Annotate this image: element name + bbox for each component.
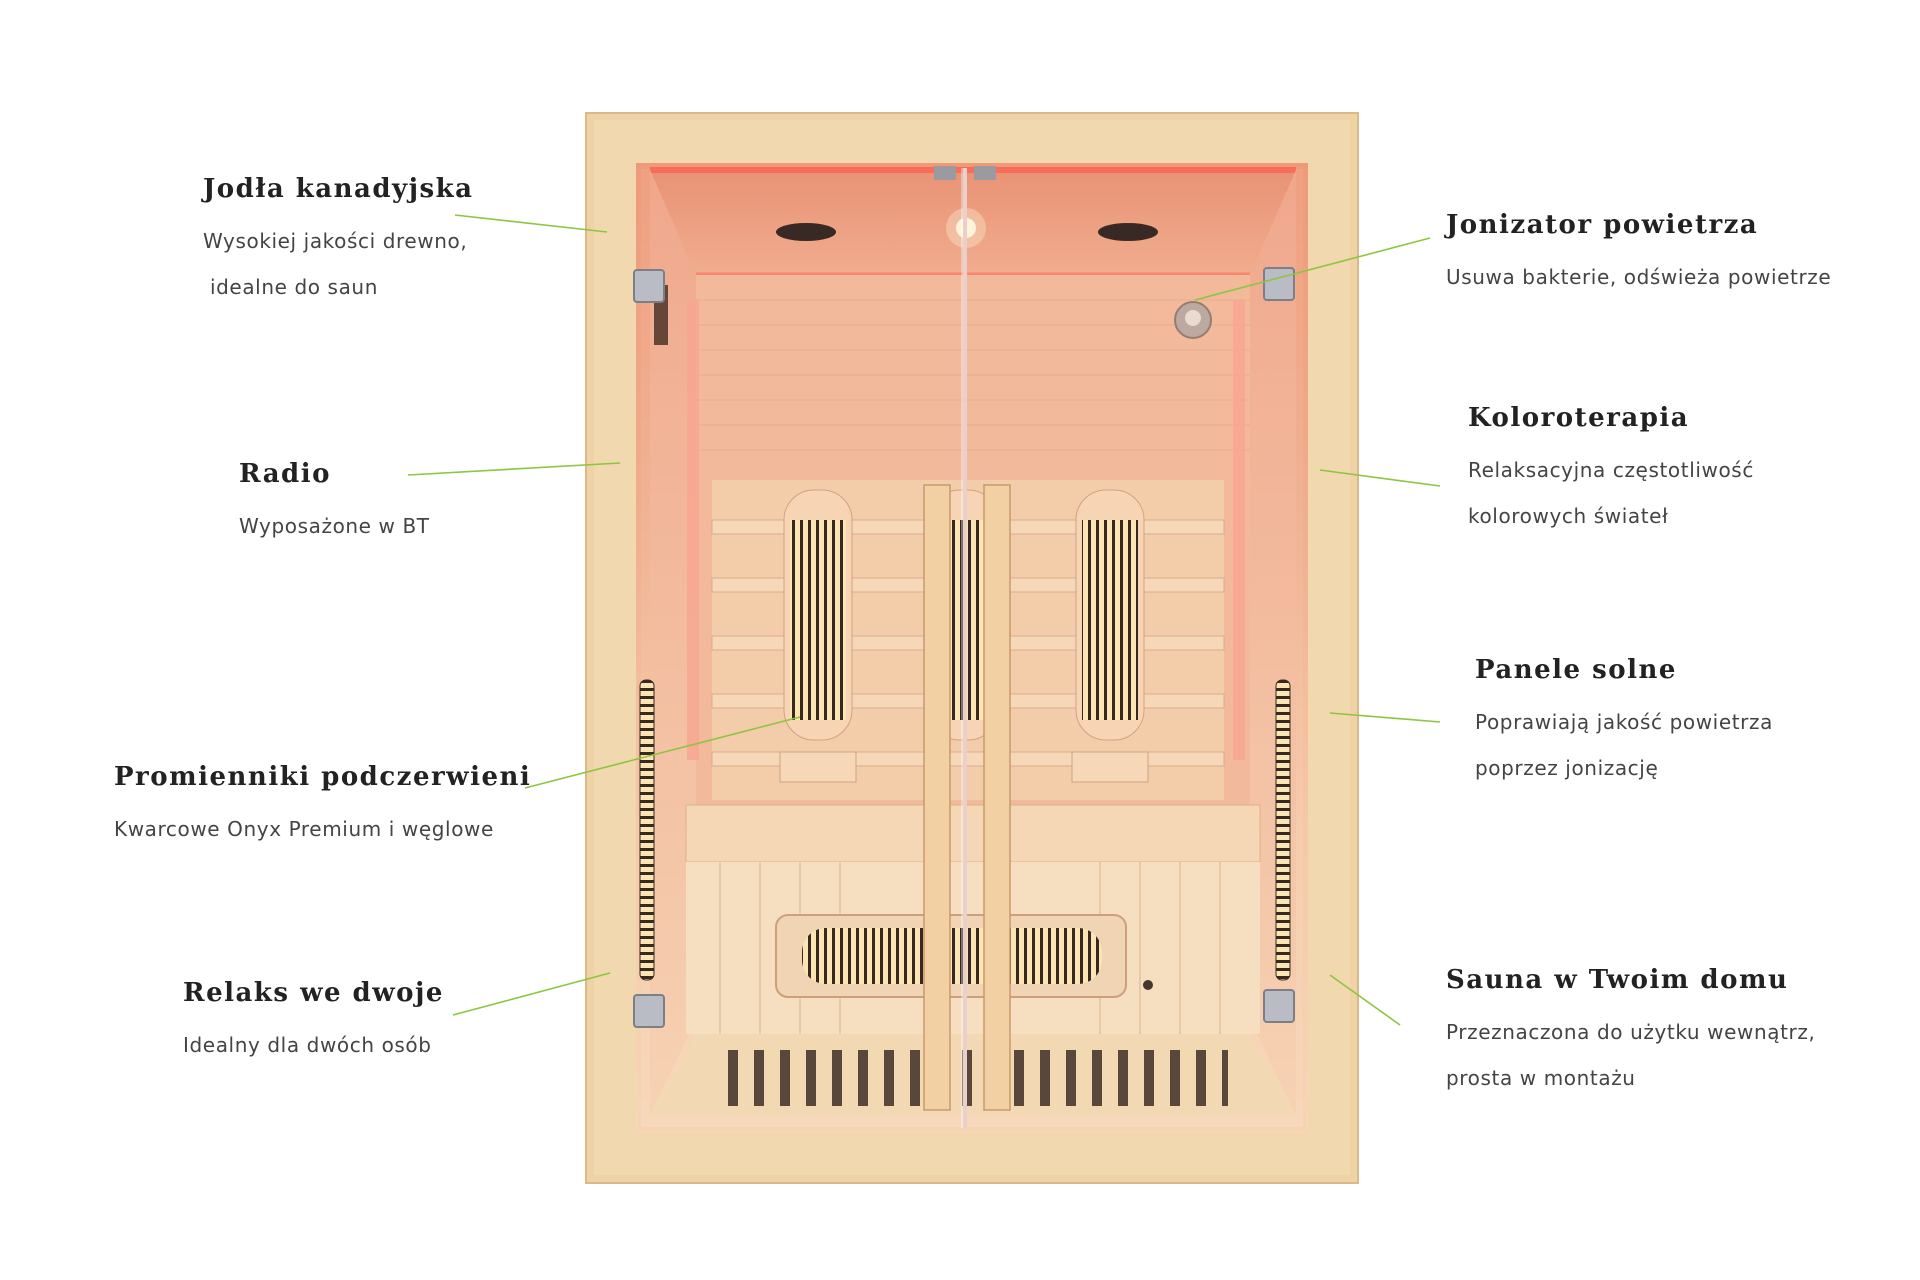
feature-description: Wysokiej jakości drewno, xyxy=(203,229,468,253)
feature-sauna-dom: Sauna w Twoim domu Przeznaczona do użytk… xyxy=(1446,965,1815,1101)
feature-description: Usuwa bakterie, odświeża powietrze xyxy=(1446,265,1832,289)
feature-promienniki: Promienniki podczerwieni Kwarcowe Onyx P… xyxy=(114,762,531,852)
feature-jodla: Jodła kanadyjska Wysokiej jakości drewno… xyxy=(203,174,474,310)
feature-title: Radio xyxy=(239,459,331,489)
leader-line-panele xyxy=(1329,712,1441,723)
feature-title: Jonizator powietrza xyxy=(1446,210,1759,240)
feature-description: Relaksacyjna częstotliwość xyxy=(1468,458,1754,482)
feature-radio: Radio Wyposażone w BT xyxy=(239,459,430,549)
feature-title: Panele solne xyxy=(1475,655,1677,685)
leader-line-sauna xyxy=(1329,974,1401,1026)
feature-description: Poprawiają jakość powietrza xyxy=(1475,710,1773,734)
feature-title: Sauna w Twoim domu xyxy=(1446,965,1789,995)
feature-title: Jodła kanadyjska xyxy=(203,174,474,204)
leader-line-koloroterapia xyxy=(1319,469,1441,487)
leader-line-promienniki xyxy=(524,716,801,789)
feature-description: idealne do saun xyxy=(203,275,378,299)
feature-title: Koloroterapia xyxy=(1468,403,1690,433)
feature-description: Przeznaczona do użytku wewnątrz, xyxy=(1446,1020,1816,1044)
feature-title: Promienniki podczerwieni xyxy=(114,762,532,792)
feature-description: prosta w montażu xyxy=(1446,1066,1636,1090)
feature-description: Wyposażone w BT xyxy=(239,514,430,538)
feature-relaks: Relaks we dwoje Idealny dla dwóch osób xyxy=(183,978,444,1068)
feature-koloroterapia: Koloroterapia Relaksacyjna częstotliwość… xyxy=(1468,403,1754,539)
feature-description: Idealny dla dwóch osób xyxy=(183,1033,432,1057)
feature-title: Relaks we dwoje xyxy=(183,978,444,1008)
feature-panele: Panele solne Poprawiają jakość powietrza… xyxy=(1475,655,1773,791)
feature-description: Kwarcowe Onyx Premium i węglowe xyxy=(114,817,494,841)
feature-description: kolorowych świateł xyxy=(1468,504,1669,528)
leader-line-jonizator xyxy=(1194,237,1431,301)
feature-jonizator: Jonizator powietrza Usuwa bakterie, odśw… xyxy=(1446,210,1831,300)
feature-description: poprzez jonizację xyxy=(1475,756,1659,780)
leader-line-relaks xyxy=(452,972,611,1016)
leader-line-jodla xyxy=(454,214,608,233)
leader-line-radio xyxy=(407,462,621,476)
